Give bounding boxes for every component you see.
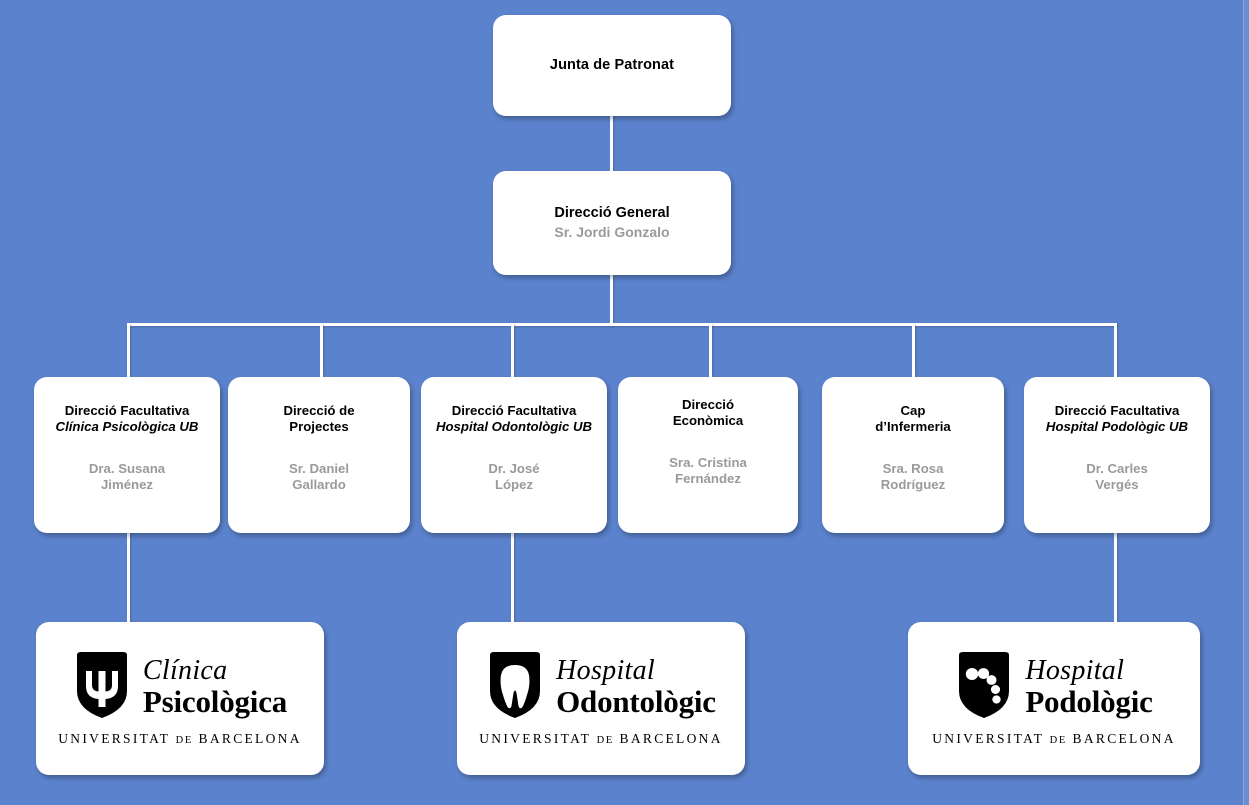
node-person-line1: Dr. Carles — [1086, 461, 1148, 477]
logo-university-1: UNIVERSITAT — [932, 730, 1044, 746]
node-person-line2: Gallardo — [292, 477, 346, 493]
node-person-line1: Sr. Daniel — [288, 461, 350, 477]
logo-content: Hospital Podològic UNIVERSITAT DE BARCEL… — [932, 651, 1176, 747]
logo-university-de: DE — [596, 734, 614, 746]
node-person-line1: Dra. Susana — [88, 461, 166, 477]
logo-university-1: UNIVERSITAT — [479, 730, 591, 746]
connector-bus-to-dept-2 — [320, 323, 323, 377]
connector-patronat-to-general — [610, 113, 613, 173]
logo-university-line: UNIVERSITAT DE BARCELONA — [932, 731, 1176, 747]
node-person-line2: Jiménez — [100, 477, 154, 493]
node-subtitle: Hospital Podològic UB — [1045, 419, 1189, 435]
connector-bus-to-dept-5 — [912, 323, 915, 377]
logo-university-2: BARCELONA — [1072, 730, 1176, 746]
node-person-line2: López — [494, 477, 534, 493]
logo-university-line: UNIVERSITAT DE BARCELONA — [479, 731, 723, 747]
node-title-line1: Direcció — [681, 397, 735, 412]
node-title: Direcció Facultativa — [64, 403, 190, 418]
connector-dept-to-logo-odontologic — [511, 528, 514, 628]
logo-university-2: BARCELONA — [619, 730, 723, 746]
logo-university-2: BARCELONA — [198, 730, 302, 746]
connector-bus — [127, 323, 1117, 326]
node-title-line1: Direcció de — [283, 403, 355, 418]
node-direccio-facultativa-hospital-podologic[interactable]: Direcció Facultativa Hospital Podològic … — [1024, 377, 1210, 533]
logo-line1: Clínica — [142, 655, 228, 686]
node-title: Direcció General — [554, 204, 670, 221]
logo-line2: Psicològica — [142, 684, 288, 719]
logo-content: Clínica Psicològica UNIVERSITAT DE BARCE… — [58, 651, 302, 747]
node-direccio-facultativa-clinica-psicologica[interactable]: Direcció Facultativa Clínica Psicològica… — [34, 377, 220, 533]
logo-line2: Podològic — [1025, 684, 1153, 719]
logo-university-1: UNIVERSITAT — [58, 730, 170, 746]
logo-university-line: UNIVERSITAT DE BARCELONA — [58, 731, 302, 747]
node-person-line2: Vergés — [1095, 477, 1139, 493]
slide-right-margin — [1244, 0, 1249, 805]
connector-dept-to-logo-podologic — [1114, 528, 1117, 628]
slide-right-edge-line — [1243, 0, 1244, 805]
logo-wordmark: Hospital Odontològic — [556, 655, 716, 719]
node-direccio-facultativa-hospital-odontologic[interactable]: Direcció Facultativa Hospital Odontològi… — [421, 377, 607, 533]
node-person-line1: Sra. Rosa — [882, 461, 944, 477]
psi-shield-icon — [73, 651, 131, 724]
logo-content: Hospital Odontològic UNIVERSITAT DE BARC… — [479, 651, 723, 747]
logo-top-row: Clínica Psicològica — [73, 651, 287, 724]
logo-university-de: DE — [175, 734, 193, 746]
node-title-line2: Econòmica — [672, 413, 744, 429]
node-person-line2: Fernández — [675, 471, 741, 487]
node-junta-de-patronat[interactable]: Junta de Patronat — [493, 15, 731, 116]
node-direccio-general[interactable]: Direcció General Sr. Jordi Gonzalo — [493, 171, 731, 275]
node-logo-hospital-podologic[interactable]: Hospital Podològic UNIVERSITAT DE BARCEL… — [908, 622, 1200, 775]
logo-line1: Hospital — [1025, 655, 1125, 686]
tooth-shield-icon — [486, 651, 544, 724]
node-cap-d-infermeria[interactable]: Cap d’Infermeria Sra. Rosa Rodríguez — [822, 377, 1004, 533]
node-person-line1: Dr. José — [488, 461, 540, 477]
node-person-line2: Rodríguez — [880, 477, 946, 493]
logo-wordmark: Clínica Psicològica — [142, 655, 288, 719]
connector-bus-to-dept-3 — [511, 323, 514, 377]
node-person-line1: Sra. Cristina — [669, 455, 747, 471]
node-subtitle: Clínica Psicològica UB — [55, 419, 199, 435]
node-title: Direcció Facultativa — [1054, 403, 1180, 418]
logo-top-row: Hospital Podològic — [955, 651, 1153, 724]
node-subtitle: Hospital Odontològic UB — [435, 419, 593, 435]
connector-bus-to-dept-4 — [709, 323, 712, 377]
node-direccio-de-projectes[interactable]: Direcció de Projectes Sr. Daniel Gallard… — [228, 377, 410, 533]
footprint-shield-icon — [955, 651, 1013, 724]
node-direccio-economica[interactable]: Direcció Econòmica Sra. Cristina Fernánd… — [618, 377, 798, 533]
logo-line2: Odontològic — [556, 684, 716, 719]
logo-wordmark: Hospital Podològic — [1025, 655, 1153, 719]
connector-bus-to-dept-6 — [1114, 323, 1117, 377]
connector-dept-to-logo-psicologica — [127, 528, 130, 628]
node-person: Sr. Jordi Gonzalo — [554, 224, 670, 241]
node-title-line1: Cap — [900, 403, 926, 418]
connector-general-to-bus — [610, 272, 613, 326]
node-logo-clinica-psicologica[interactable]: Clínica Psicològica UNIVERSITAT DE BARCE… — [36, 622, 324, 775]
node-title: Direcció Facultativa — [451, 403, 577, 418]
node-logo-hospital-odontologic[interactable]: Hospital Odontològic UNIVERSITAT DE BARC… — [457, 622, 745, 775]
node-title-line2: Projectes — [289, 419, 349, 435]
logo-line1: Hospital — [556, 655, 655, 686]
connector-bus-to-dept-1 — [127, 323, 130, 377]
logo-top-row: Hospital Odontològic — [486, 651, 716, 724]
node-title: Junta de Patronat — [549, 56, 675, 73]
node-title-line2: d’Infermeria — [875, 419, 951, 435]
logo-university-de: DE — [1049, 734, 1067, 746]
